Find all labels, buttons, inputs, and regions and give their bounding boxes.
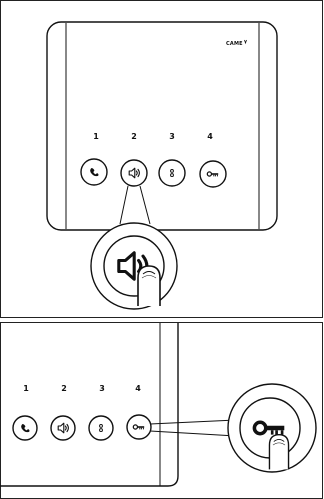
finger-icon	[138, 266, 160, 306]
button-number-1: 1	[93, 132, 99, 141]
bottom-button-number-2: 2	[61, 384, 67, 393]
bottom-speaker-button[interactable]	[51, 416, 75, 440]
bottom-callout-lines	[150, 420, 236, 436]
button-number-3: 3	[169, 132, 175, 141]
speaker-button[interactable]	[121, 160, 147, 186]
bottom-door-lock-button[interactable]	[127, 415, 151, 439]
bottom-handset-button[interactable]	[13, 416, 37, 440]
bottom-button-number-1: 1	[23, 384, 29, 393]
bottom-function-button[interactable]	[89, 416, 113, 440]
magnified-key-view	[228, 384, 316, 472]
button-number-2: 2	[131, 132, 137, 141]
handset-button[interactable]	[81, 159, 107, 185]
brand-logo-text: CAME	[226, 41, 243, 47]
function-button[interactable]	[159, 160, 185, 186]
magnified-speaker-view	[91, 223, 177, 309]
bottom-button-number-4: 4	[135, 384, 141, 393]
intercom-device	[47, 22, 277, 230]
bottom-button-number-3: 3	[99, 384, 105, 393]
door-lock-button[interactable]	[200, 161, 226, 187]
top-section: CAME 1 2 3 4	[1, 1, 323, 318]
bottom-section: 1 2 3 4	[0, 323, 323, 499]
finger-icon	[269, 435, 288, 470]
button-number-4: 4	[207, 132, 213, 141]
device-edge	[0, 323, 178, 486]
